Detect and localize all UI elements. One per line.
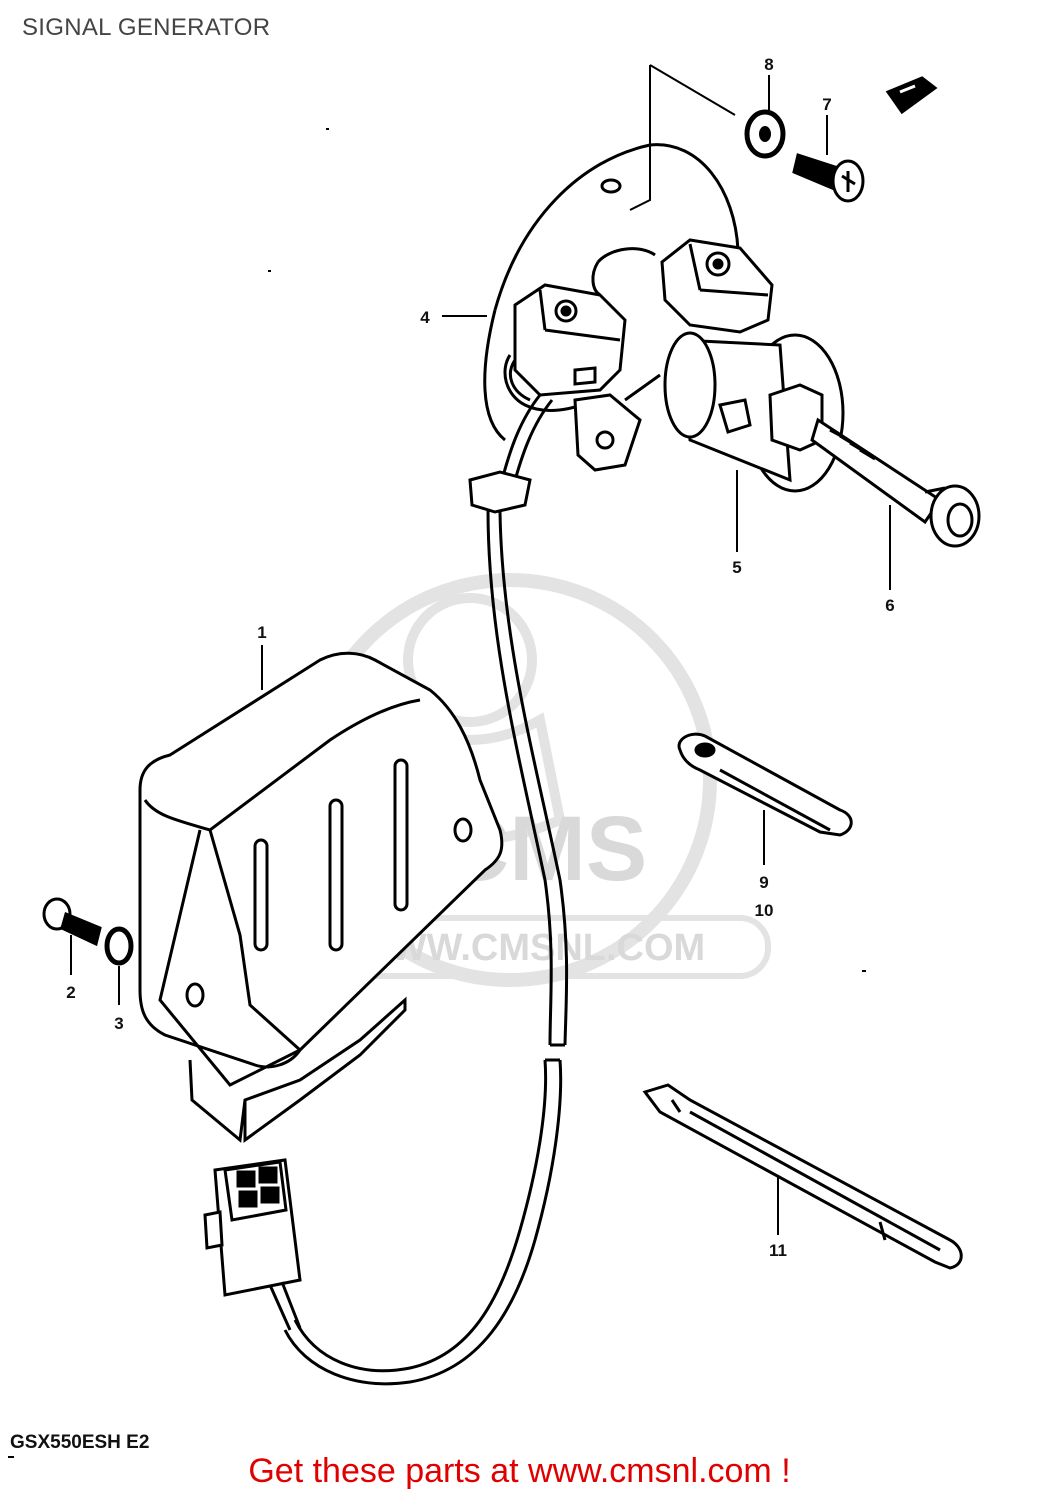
callout-1: 1 <box>257 623 266 642</box>
callout-5: 5 <box>732 558 741 577</box>
clip-detail <box>885 76 938 115</box>
part-6-rotor-bolt <box>768 383 981 548</box>
scan-specks <box>8 128 866 1458</box>
callout-3: 3 <box>114 1014 123 1033</box>
callout-10: 10 <box>755 901 774 920</box>
part-9-clamp <box>677 732 853 837</box>
part-3-washer <box>104 926 134 966</box>
callout-9: 9 <box>759 873 768 892</box>
callout-8: 8 <box>764 55 773 74</box>
part-1-igniter-unit <box>138 651 504 1143</box>
coupler-connector <box>203 1158 302 1331</box>
promo-banner[interactable]: Get these parts at www.cmsnl.com ! <box>248 1452 791 1490</box>
wiring-cable <box>283 394 569 1386</box>
callout-6: 6 <box>885 596 894 615</box>
part-2-bolt <box>42 897 102 947</box>
group-bracket <box>629 64 736 211</box>
page-title: SIGNAL GENERATOR <box>22 14 271 41</box>
callout-4: 4 <box>420 308 430 327</box>
callout-7: 7 <box>822 95 831 114</box>
model-code: GSX550ESH E2 <box>10 1432 149 1453</box>
part-7-screw <box>792 153 865 203</box>
callout-numbers: 1 2 3 4 5 6 7 8 9 10 11 <box>66 55 894 1260</box>
leader-lines <box>70 75 891 1235</box>
part-8-washer <box>744 109 786 159</box>
callout-11: 11 <box>769 1241 787 1260</box>
callout-2: 2 <box>66 983 75 1002</box>
part-11-cable-tie <box>642 1083 963 1270</box>
part-4-signal-generator-plate <box>483 143 774 472</box>
